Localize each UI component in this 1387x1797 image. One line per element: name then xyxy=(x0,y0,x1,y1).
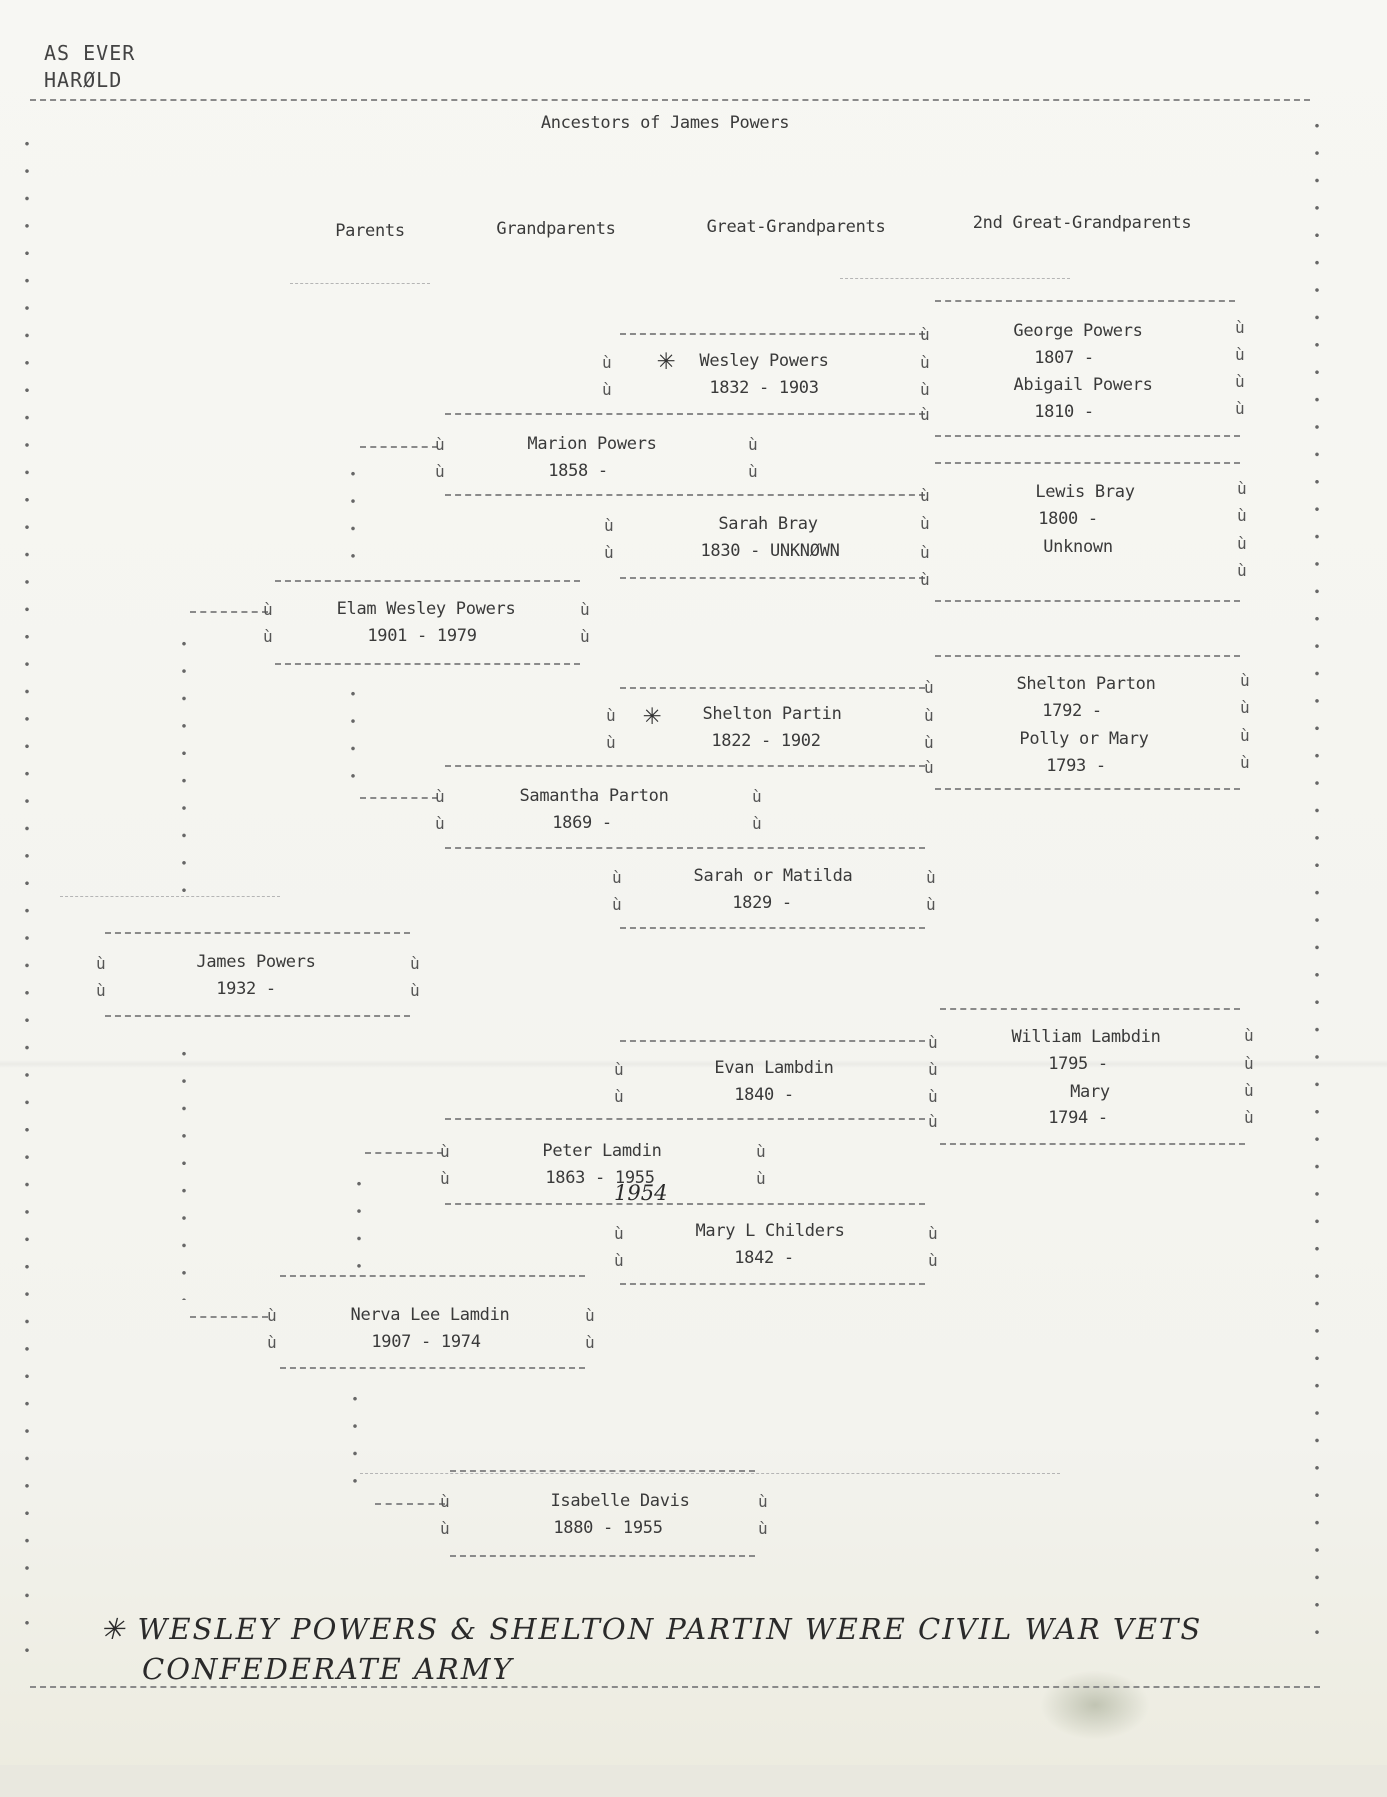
person-dates: 1880 - 1955 xyxy=(553,1518,663,1538)
person-name: Mary xyxy=(1070,1082,1110,1102)
paper-bottom-edge xyxy=(0,1765,1387,1797)
header-note-line1: AS EVER xyxy=(44,41,136,65)
person-name: Polly or Mary xyxy=(1019,729,1149,749)
paper-fold xyxy=(0,1060,1387,1068)
root-person-name: James Powers xyxy=(196,952,316,972)
connector-marks xyxy=(346,460,360,565)
faint-line xyxy=(290,283,430,284)
person-name: Wesley Powers xyxy=(699,351,829,371)
person-dates: 1800 - xyxy=(1038,509,1098,529)
person-dates: 1822 - 1902 xyxy=(711,731,821,751)
person-name: Nerva Lee Lamdin xyxy=(350,1305,510,1325)
person-dates: 1829 - xyxy=(732,893,792,913)
person-dates: 1858 - xyxy=(548,461,608,481)
handwritten-footnote-line1: ✳ WESLEY POWERS & SHELTON PARTIN WERE CI… xyxy=(100,1612,1203,1646)
column-header-great-grandparents: Great-Grandparents xyxy=(706,217,886,237)
left-margin-marks xyxy=(20,130,34,1670)
person-dates: 1810 - xyxy=(1034,402,1094,422)
column-header-grandparents: Grandparents xyxy=(496,219,616,239)
person-name: Samantha Parton xyxy=(519,786,669,806)
bottom-frame-line xyxy=(30,1686,1320,1688)
connector-marks xyxy=(177,630,191,915)
person-dates: 1840 - xyxy=(734,1085,794,1105)
person-name: Marion Powers xyxy=(527,434,657,454)
paper-stain xyxy=(1040,1670,1150,1740)
person-name: Isabelle Davis xyxy=(550,1491,690,1511)
connector-marks xyxy=(177,1040,191,1300)
header-note-line2: HARØLD xyxy=(44,68,123,92)
top-frame-line xyxy=(30,99,1310,101)
right-margin-marks xyxy=(1310,112,1324,1657)
person-dates: 1907 - 1974 xyxy=(371,1332,481,1352)
person-name: Elam Wesley Powers xyxy=(336,599,516,619)
header-note: AS EVER HARØLD xyxy=(44,40,135,94)
person-dates: 1901 - 1979 xyxy=(367,626,477,646)
person-dates: 1869 - xyxy=(552,813,612,833)
person-dates: 1830 - UNKNØWN xyxy=(700,541,840,561)
person-dates: 1807 - xyxy=(1034,348,1094,368)
root-person-dates: 1932 - xyxy=(216,979,276,999)
person-name: Shelton Parton xyxy=(1016,674,1156,694)
page-title: Ancestors of James Powers xyxy=(540,113,790,133)
connector-marks xyxy=(348,1385,362,1490)
column-header-2nd-great-grandparents: 2nd Great-Grandparents xyxy=(972,213,1192,233)
connector-marks xyxy=(346,680,360,785)
person-name: George Powers xyxy=(1013,321,1143,341)
person-name: William Lambdin xyxy=(1011,1027,1161,1047)
person-name: Sarah Bray xyxy=(718,514,818,534)
person-dates: 1795 - xyxy=(1048,1054,1108,1074)
person-name: Sarah or Matilda xyxy=(693,866,853,886)
person-name: Peter Lamdin xyxy=(542,1141,662,1161)
person-unknown: Unknown xyxy=(1043,537,1113,557)
person-dates: 1832 - 1903 xyxy=(709,378,819,398)
star-mark: ✳ xyxy=(643,697,662,732)
star-mark: ✳ xyxy=(657,342,676,377)
person-name: Shelton Partin xyxy=(702,704,842,724)
faint-line xyxy=(360,1473,1060,1474)
faint-line xyxy=(60,896,280,897)
handwritten-footnote-line2: CONFEDERATE ARMY xyxy=(142,1652,514,1686)
person-dates: 1793 - xyxy=(1046,756,1106,776)
person-name: Abigail Powers xyxy=(1013,375,1153,395)
person-dates: 1794 - xyxy=(1048,1108,1108,1128)
person-dates: 1863 - 1955 xyxy=(545,1168,655,1188)
column-header-parents: Parents xyxy=(335,221,405,241)
person-dates: 1792 - xyxy=(1042,701,1102,721)
person-name: Mary L Childers xyxy=(695,1221,845,1241)
person-name: Evan Lambdin xyxy=(714,1058,834,1078)
person-name: Lewis Bray xyxy=(1035,482,1135,502)
connector-marks xyxy=(352,1170,366,1275)
faint-line xyxy=(840,278,1070,279)
handwritten-date-correction: 1954 xyxy=(614,1181,668,1205)
person-dates: 1842 - xyxy=(734,1248,794,1268)
